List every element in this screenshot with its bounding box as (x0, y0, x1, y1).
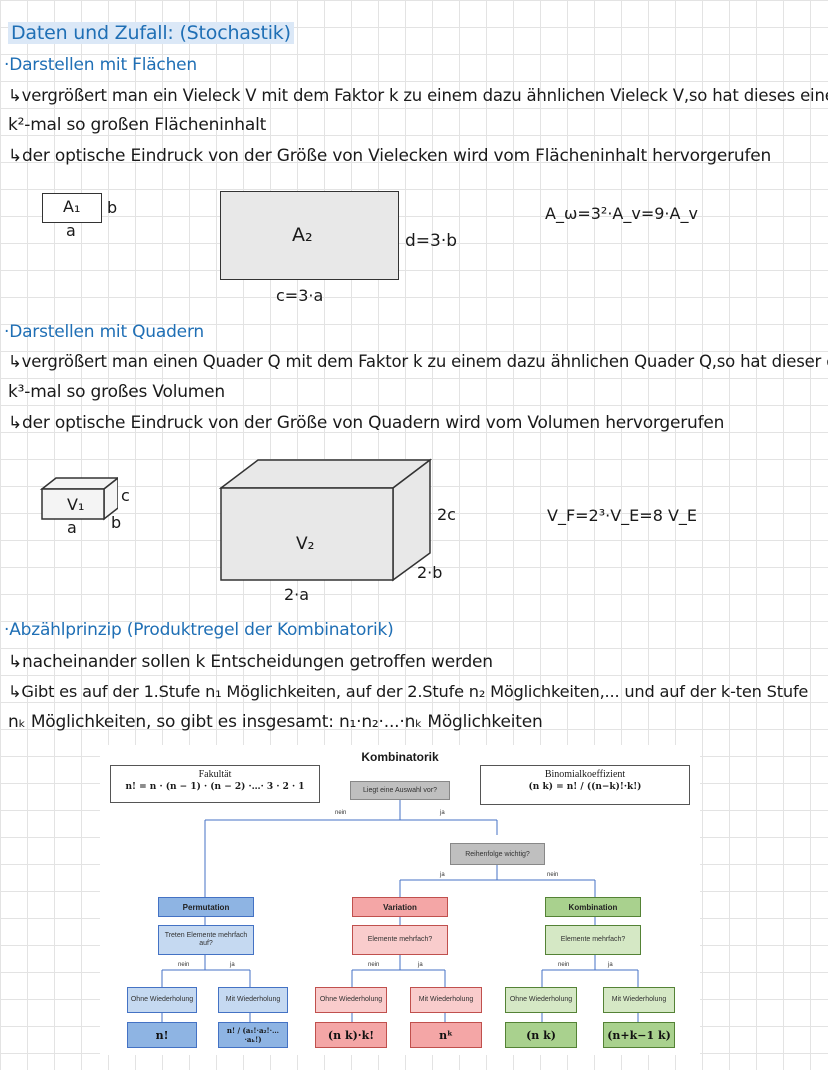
label-ja: ja (608, 962, 613, 968)
big-cuboid (218, 458, 433, 582)
label-ja: ja (440, 872, 445, 878)
perm-ohne-box: Ohne Wiederholung (127, 987, 197, 1013)
label-ja: ja (440, 810, 445, 816)
fakultaet-box: Fakultät n! = n · (n − 1) · (n − 2) ·…· … (110, 765, 320, 803)
small-rect-side-label: b (107, 198, 118, 217)
text-line: ↳der optische Eindruck von der Größe von… (8, 413, 725, 433)
perm-question-box: Treten Elemente mehrfach auf? (158, 925, 254, 955)
var-ohne-box: Ohne Wiederholung (315, 987, 387, 1013)
section-title-abzaehlprinzip: ·Abzählprinzip (Produktregel der Kombina… (4, 620, 394, 640)
small-cuboid-b-label: b (111, 513, 122, 532)
label-nein: nein (547, 872, 559, 878)
var-ohne-formula: (n k)·k! (315, 1022, 387, 1048)
komb-ohne-formula: (n k) (505, 1022, 577, 1048)
label-ja: ja (230, 962, 235, 968)
perm-mit-formula: n! / (a₁!·a₂!·…·aₖ!) (218, 1022, 288, 1048)
area-formula: A_ω=3²·A_v=9·A_v (545, 204, 698, 223)
chart-connectors (161, 800, 639, 1022)
small-rect-bottom-label: a (66, 221, 76, 240)
text-line: ↳nacheinander sollen k Entscheidungen ge… (8, 652, 493, 672)
label-nein: nein (368, 962, 380, 968)
question-auswahl: Liegt eine Auswahl vor? (350, 781, 450, 800)
text-line: ↳vergrößert man ein Vieleck V mit dem Fa… (8, 86, 828, 105)
small-cuboid (39, 477, 118, 521)
big-cuboid-inner-label: V₂ (296, 534, 315, 554)
text-line: nₖ Möglichkeiten, so gibt es insgesamt: … (8, 712, 543, 732)
big-rect-bottom-label: c=3·a (276, 286, 324, 305)
fakultaet-formula: n! = n · (n − 1) · (n − 2) ·…· 3 · 2 · 1 (125, 782, 305, 792)
text-line: ↳der optische Eindruck von der Größe von… (8, 146, 772, 166)
komb-mit-box: Mit Wiederholung (603, 987, 675, 1013)
var-mit-formula: nᵏ (410, 1022, 482, 1048)
text-line: k³-mal so großes Volumen (8, 382, 225, 402)
text-line: k²-mal so großen Flächeninhalt (8, 115, 267, 135)
label-ja: ja (418, 962, 423, 968)
small-rect-inner-label: A₁ (63, 197, 81, 216)
small-cuboid-inner-label: V₁ (67, 495, 85, 514)
kombination-box: Kombination (545, 897, 641, 917)
var-mit-box: Mit Wiederholung (410, 987, 482, 1013)
binom-formula: (n k) = n! / ((n−k)!·k!) (528, 782, 642, 792)
section-title-flaechen: ·Darstellen mit Flächen (4, 55, 197, 75)
page-heading: Daten und Zufall: (Stochastik) (8, 22, 294, 44)
binom-box: Binomialkoeffizient (n k) = n! / ((n−k)!… (480, 765, 690, 805)
komb-ohne-box: Ohne Wiederholung (505, 987, 577, 1013)
section-title-quader: ·Darstellen mit Quadern (4, 322, 205, 342)
question-reihenfolge: Reihenfolge wichtig? (450, 843, 545, 865)
label-nein: nein (335, 810, 347, 816)
var-question-box: Elemente mehrfach? (352, 925, 448, 955)
big-cuboid-b-label: 2·b (417, 563, 443, 582)
komb-question-box: Elemente mehrfach? (545, 925, 641, 955)
small-cuboid-c-label: c (121, 486, 130, 505)
small-cuboid-a-label: a (67, 518, 77, 537)
perm-ohne-formula: n! (127, 1022, 197, 1048)
kombinatorik-chart: Kombinatorik Fakultät n! = n · (n − 1) ·… (100, 745, 700, 1055)
big-cuboid-c-label: 2c (437, 505, 456, 524)
small-rectangle (42, 193, 102, 223)
volume-formula: V_F=2³·V_E=8 V_E (547, 506, 698, 525)
perm-mit-box: Mit Wiederholung (218, 987, 288, 1013)
label-nein: nein (558, 962, 570, 968)
chart-title: Kombinatorik (361, 750, 439, 764)
big-cuboid-a-label: 2·a (284, 585, 310, 604)
big-rect-inner-label: A₂ (292, 224, 313, 246)
variation-box: Variation (352, 897, 448, 917)
text-line: ↳vergrößert man einen Quader Q mit dem F… (8, 352, 828, 371)
binom-title: Binomialkoeffizient (544, 769, 626, 780)
fakultaet-title: Fakultät (198, 769, 232, 780)
big-rect-side-label: d=3·b (405, 231, 458, 251)
permutation-box: Permutation (158, 897, 254, 917)
text-line: ↳Gibt es auf der 1.Stufe n₁ Möglichkeite… (8, 682, 809, 701)
big-rectangle (220, 191, 399, 280)
label-nein: nein (178, 962, 190, 968)
komb-mit-formula: (n+k−1 k) (603, 1022, 675, 1048)
